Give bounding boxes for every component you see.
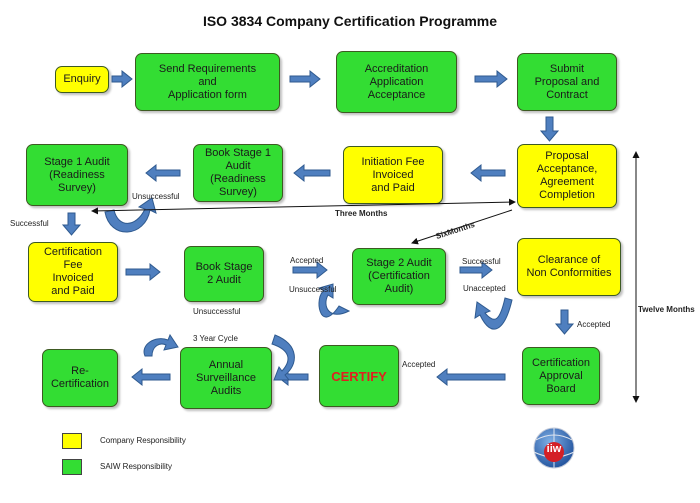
box-submit-proposal: Submit Proposal and Contract (517, 53, 617, 111)
label-unsuccessful-1: Unsuccessful (132, 192, 180, 201)
three-months-line (91, 198, 516, 215)
arrow-accreditation-to-submit (474, 69, 508, 89)
arrow-approval-to-certify (436, 367, 506, 387)
legend-company: Company Responsibility (100, 436, 186, 445)
page-title: ISO 3834 Company Certification Programme (202, 13, 498, 29)
box-recertification: Re- Certification (42, 349, 118, 407)
label-unsuccessful-3: Unsuccessful (193, 307, 241, 316)
legend-saiw: SAIW Responsibility (100, 462, 173, 471)
box-accreditation: Accreditation Application Acceptance (336, 51, 457, 113)
box-approval-board: Certification Approval Board (522, 347, 600, 405)
box-enquiry: Enquiry (55, 66, 109, 93)
label-twelve-months: Twelve Months (638, 305, 695, 314)
label-accepted-3: Accepted (402, 360, 436, 369)
label-unsuccessful-2: Unsuccessful (289, 285, 337, 294)
box-book-stage2: Book Stage 2 Audit (184, 246, 264, 302)
arrow-stage1-to-certfee (61, 212, 82, 236)
label-three-year-cycle: 3 Year Cycle (193, 334, 238, 343)
box-clearance: Clearance of Non Conformities (517, 238, 621, 296)
box-send-requirements: Send Requirements and Application form (135, 53, 280, 111)
arrow-proposal-to-initiation (470, 163, 506, 183)
box-certification-fee: Certification Fee Invoiced and Paid (28, 242, 118, 302)
loop-stage1-unsuccessful (104, 197, 157, 233)
arrow-stage2-to-clearance (459, 260, 493, 280)
certify-label: CERTIFY (331, 368, 387, 384)
legend-swatch-company (62, 433, 82, 449)
arrow-book1-to-stage1 (145, 163, 181, 183)
legend-swatch-saiw (62, 459, 82, 475)
box-certify: CERTIFY (319, 345, 399, 407)
loop-recert-cycle (143, 333, 179, 357)
arrow-clearance-to-approval (554, 309, 575, 335)
label-accepted-2: Accepted (577, 320, 611, 329)
box-annual-surveillance: Annual Surveillance Audits (180, 347, 272, 409)
box-stage1-audit: Stage 1 Audit (Readiness Survey) (26, 144, 128, 206)
arrow-certfee-to-book2 (125, 262, 161, 282)
six-months-line (411, 209, 513, 245)
label-accepted-1: Accepted (290, 256, 324, 265)
box-stage2-audit: Stage 2 Audit (Certification Audit) (352, 248, 446, 305)
label-unaccepted: Unaccepted (463, 284, 506, 293)
arrow-accepted-to-stage2 (292, 260, 328, 280)
box-proposal-acceptance: Proposal Acceptance, Agreement Completio… (517, 144, 617, 208)
box-initiation-fee: Initiation Fee Invoiced and Paid (343, 146, 443, 204)
label-successful-2: Successful (462, 257, 501, 266)
arrow-annual-to-recert (131, 367, 171, 387)
arrow-send-to-accreditation (289, 69, 321, 89)
box-book-stage1: Book Stage 1 Audit (Readiness Survey) (193, 144, 283, 202)
label-three-months: Three Months (335, 209, 388, 218)
label-successful-1: Successful (10, 219, 49, 228)
arrow-enquiry-to-send (111, 69, 133, 89)
logo-text: iiw (546, 443, 562, 455)
loop-stage2-unsuccessful (317, 283, 351, 318)
loop-clearance-unaccepted (474, 297, 513, 330)
loop-annual-cycle (271, 334, 295, 381)
arrow-initiation-to-book1 (293, 163, 331, 183)
arrow-submit-to-proposal (539, 116, 560, 142)
